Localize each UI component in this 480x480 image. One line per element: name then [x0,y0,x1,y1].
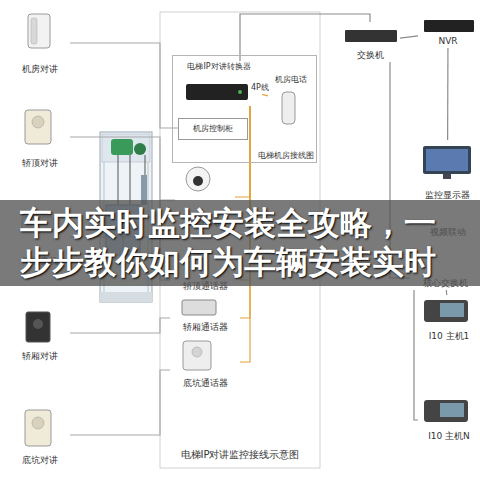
nvr-icon [424,20,474,32]
hoist-cable [130,155,131,205]
device-node: 轿顶对讲 [10,105,70,170]
device-label: 机房控制柜 [193,124,233,134]
device-label: 底坑对讲 [22,455,58,466]
handset-icon [31,18,37,44]
status-led [238,90,242,94]
intercom-icon [25,410,51,446]
host-phone-icon [424,400,468,422]
device-node: I10 主机1 [418,295,480,343]
host-phone-icon [424,300,468,322]
dome-camera-icon [186,167,210,191]
host-screen [440,303,464,317]
device-node: 监控显示器 [415,140,480,202]
diagram-caption: 电梯IP对讲监控接线示意图 [162,448,318,462]
device-label: I10 主机N [428,431,470,442]
title-banner: 车内实时监控安装全攻略，一步步教你如何为车辆安装实时 [0,200,480,286]
talker-icon [182,300,216,315]
device-node: 机房电话 [268,74,313,129]
host-screen [440,403,464,417]
connector-line [70,43,178,128]
device-label: 底坑通话器 [183,378,228,389]
speaker-grille [33,319,43,329]
device-node: 轿厢通话器 [170,298,240,334]
talker-icon [183,341,211,370]
hoist-cable [118,155,119,205]
group-box: 电梯机房接线图 电梯IP对讲转换器机房电话机房控制柜 [172,55,317,163]
traction-sheave [134,143,146,155]
device-label: 轿顶对讲 [22,158,58,169]
connector-line [446,290,448,295]
intercom-icon [25,110,51,144]
connector-line [262,94,268,96]
speaker-grille [32,417,44,429]
connector-line [240,14,370,61]
pit-floor [100,292,152,302]
intercom-icon [28,14,50,48]
connector-line [400,36,418,38]
edge-label: 4P线 [251,82,269,93]
device-node: I10 主机N [418,395,480,443]
switch-icon [345,30,397,42]
device-label: 机房对讲 [22,64,58,75]
monitor-screen [426,149,468,171]
device-label: 轿厢对讲 [22,351,58,362]
camera-lens [193,176,203,186]
device-node: NVR [418,16,478,48]
device-label: 电梯IP对讲转换器 [187,62,250,72]
device-node: 交换机 [340,22,400,62]
speaker-grille [192,347,202,357]
device-label: 机房电话 [275,75,307,85]
phone-icon [282,92,295,124]
device-node: 机房对讲 [10,10,70,76]
device-label: 交换机 [357,50,384,61]
monitor-icon [423,146,471,174]
converter-icon [186,84,248,100]
device-label: I10 主机1 [429,331,470,342]
device-node: 电梯IP对讲转换器 [176,61,262,106]
device-node: 底坑对讲 [10,405,70,467]
traction-motor [111,139,133,155]
device-label: NVR [438,36,457,47]
device-label: 轿厢通话器 [183,322,228,333]
device-node: 机房控制柜 [178,118,248,140]
device-node: 轿厢对讲 [10,305,70,363]
connector-line [414,290,418,420]
device-label: 电梯机房接线图 [258,151,314,161]
connector-line [447,48,449,140]
device-node: 底坑通话器 [170,338,240,390]
monitor-stand [443,174,451,179]
connector-line [70,318,170,333]
intercom-icon [26,312,50,342]
speaker-grille [32,116,44,128]
connector-line [70,370,170,435]
hoist-cable [145,155,146,175]
machine-platform [102,134,150,162]
